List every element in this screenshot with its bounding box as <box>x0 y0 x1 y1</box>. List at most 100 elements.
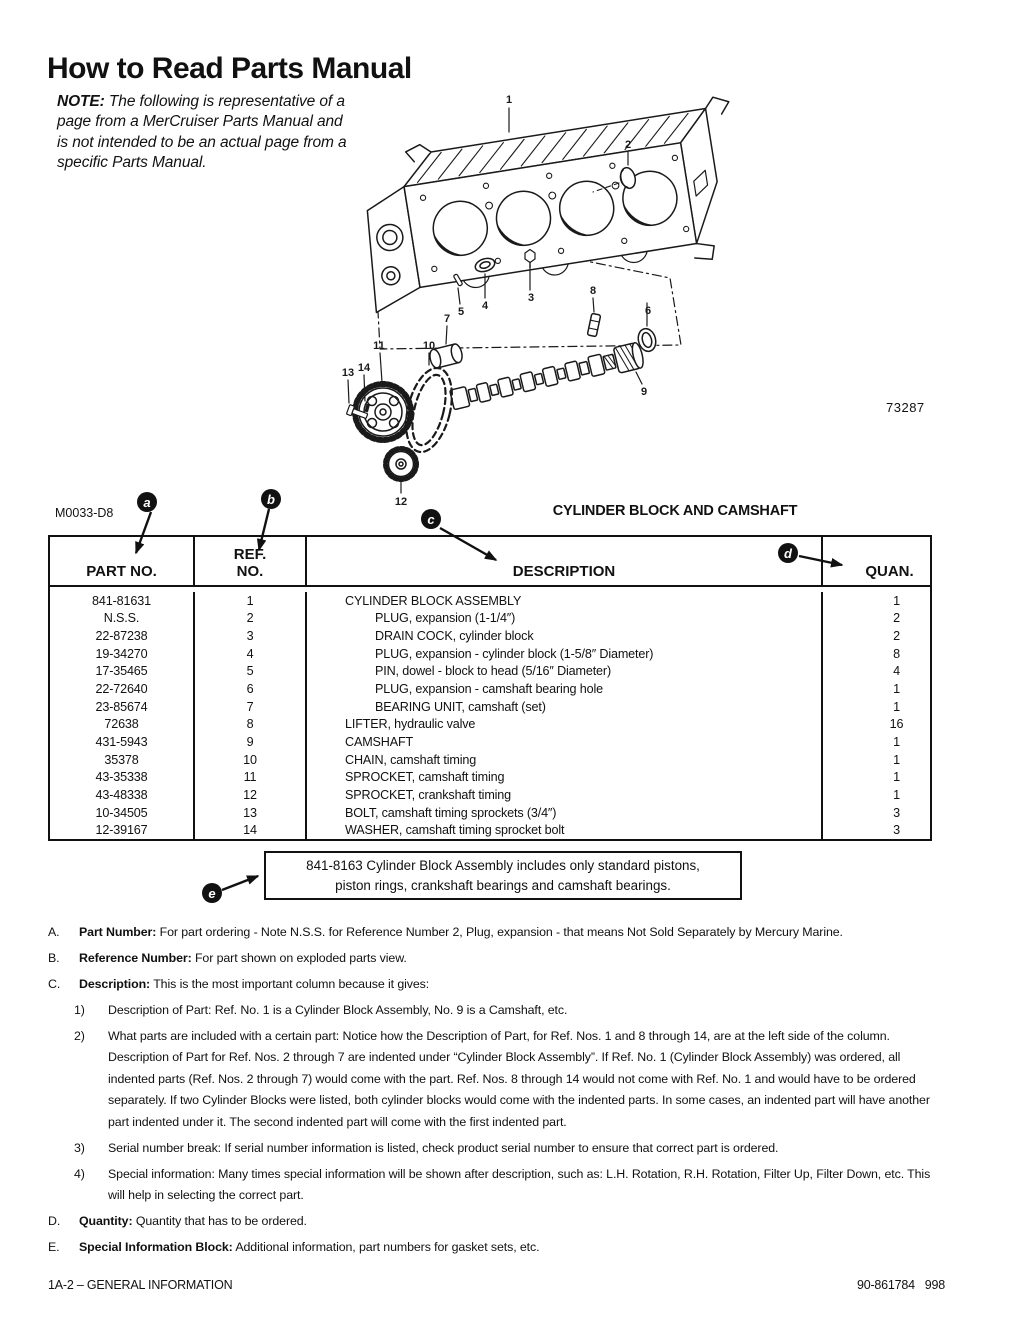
callout-3: 3 <box>528 292 534 304</box>
legend-letter: D. <box>48 1214 61 1229</box>
callout-10: 10 <box>423 340 435 352</box>
part-no-cell: 12-39167 <box>50 821 195 839</box>
special-info-line1: 841-8163 Cylinder Block Assembly include… <box>306 858 700 874</box>
ref-no-cell: 6 <box>195 680 307 698</box>
dowel-pin-art <box>453 273 463 287</box>
section-title: CYLINDER BLOCK AND CAMSHAFT <box>552 503 798 519</box>
part-no-cell: 43-35338 <box>50 768 195 787</box>
legend-text: Description: This is the most important … <box>79 974 945 995</box>
callout-14: 14 <box>358 362 371 374</box>
footer-page-id: 1A-2 – GENERAL INFORMATION <box>48 1278 233 1292</box>
subitem-text: Description of Part: Ref. No. 1 is a Cyl… <box>108 1003 568 1017</box>
callout-7: 7 <box>444 313 450 325</box>
part-no-cell: 17-35465 <box>50 662 195 681</box>
legend-label: Special Information Block: <box>79 1240 233 1255</box>
part-no-cell: 22-87238 <box>50 627 195 645</box>
subitem-number: 2) <box>74 1029 85 1043</box>
part-no-cell: 22-72640 <box>50 680 195 698</box>
legend-body: For part shown on exploded parts view. <box>191 951 407 965</box>
subitem-number: 1) <box>74 1003 85 1017</box>
description-cell: CHAIN, camshaft timing <box>307 750 823 769</box>
description-cell: PIN, dowel - block to head (5/16″ Diamet… <box>307 662 823 681</box>
legend: A. Part Number: For part ordering - Note… <box>48 922 945 1263</box>
ref-no-cell: 12 <box>195 786 307 804</box>
description-cell: PLUG, expansion - cylinder block (1-5/8″… <box>307 644 823 663</box>
quan-cell: 1 <box>893 593 900 608</box>
quan-cell: 4 <box>893 664 900 679</box>
ref-no-cell: 13 <box>195 803 307 822</box>
ref-no-cell: 2 <box>195 609 307 628</box>
legend-text: Quantity: Quantity that has to be ordere… <box>79 1211 945 1232</box>
expansion-plug-art <box>619 166 637 190</box>
footer-doc-number: 90-861784 998 <box>856 1278 945 1292</box>
description-cell: CAMSHAFT <box>307 733 823 751</box>
part-no-cell: 431-5943 <box>50 733 195 751</box>
part-no-cell: 23-85674 <box>50 697 195 716</box>
quan-cell: 1 <box>893 770 900 785</box>
legend-letter: C. <box>48 977 61 991</box>
header-quan: QUAN. <box>865 562 914 580</box>
quan-cell: 1 <box>893 682 900 697</box>
callout-4: 4 <box>482 300 489 312</box>
sprocket-washer-art <box>364 403 370 413</box>
legend-body: Quantity that has to be ordered. <box>132 1214 307 1229</box>
camshaft-bearing-art <box>429 343 463 369</box>
description-cell: LIFTER, hydraulic valve <box>307 715 823 734</box>
callout-letter-c: c <box>421 509 441 529</box>
ref-no-cell: 7 <box>195 697 307 716</box>
note-block: NOTE: The following is representative of… <box>57 92 357 174</box>
legend-text: Part Number: For part ordering - Note N.… <box>79 922 945 943</box>
legend-body: This is the most important column becaus… <box>150 977 430 991</box>
note-label: NOTE: <box>57 93 105 110</box>
ref-no-cell: 9 <box>195 733 307 751</box>
sprocket-bolt-art <box>346 404 369 419</box>
legend-item-b: B. Reference Number: For part shown on e… <box>48 948 945 969</box>
legend-label: Description: <box>79 977 151 991</box>
arrow-e-info-box <box>221 874 260 892</box>
part-no-cell: 19-34270 <box>50 644 195 663</box>
description-cell: PLUG, expansion - camshaft bearing hole <box>307 680 823 698</box>
cylinder-block-diagram-svg: 1 2 3 4 5 6 7 8 9 10 11 12 13 14 <box>342 94 730 508</box>
part-no-cell: 72638 <box>50 715 195 734</box>
legend-letter: B. <box>48 951 60 965</box>
ref-no-cell: 10 <box>195 750 307 769</box>
subitem-text: Special information: Many times special … <box>108 1166 931 1203</box>
callout-2: 2 <box>625 139 631 151</box>
legend-text: Special Information Block: Additional in… <box>79 1237 945 1258</box>
callout-6: 6 <box>645 305 651 317</box>
description-cell: CYLINDER BLOCK ASSEMBLY <box>307 592 823 610</box>
description-cell: SPROCKET, camshaft timing <box>307 768 823 787</box>
description-cell: BOLT, camshaft timing sprockets (3/4″) <box>307 803 823 822</box>
quan-cell: 2 <box>893 629 900 644</box>
quan-cell: 3 <box>893 805 900 820</box>
subitem-text: Serial number break: If serial number in… <box>108 1140 779 1155</box>
parts-table-header: PART NO. REF. NO. DESCRIPTION QUAN. <box>50 537 930 587</box>
ref-no-cell: 11 <box>195 768 307 787</box>
callout-13: 13 <box>342 367 354 379</box>
callout-5: 5 <box>458 306 464 318</box>
ref-no-cell: 5 <box>195 662 307 681</box>
legend-letter: E. <box>48 1240 60 1255</box>
description-cell: BEARING UNIT, camshaft (set) <box>307 697 823 716</box>
legend-text: Reference Number: For part shown on expl… <box>79 948 945 969</box>
ref-no-cell: 8 <box>195 715 307 734</box>
ref-no-cell: 14 <box>195 821 307 839</box>
special-info-line2: piston rings, crankshaft bearings and ca… <box>335 877 671 893</box>
callout-12: 12 <box>395 496 407 508</box>
callout-numbers: 1 2 3 4 5 6 7 8 9 10 11 12 13 14 <box>342 94 651 508</box>
header-part-no: PART NO. <box>50 537 195 585</box>
subitem-number: 4) <box>74 1166 85 1181</box>
timing-chain-art <box>405 366 453 454</box>
header-ref-no: REF. NO. <box>195 537 307 585</box>
callout-11: 11 <box>373 340 385 352</box>
